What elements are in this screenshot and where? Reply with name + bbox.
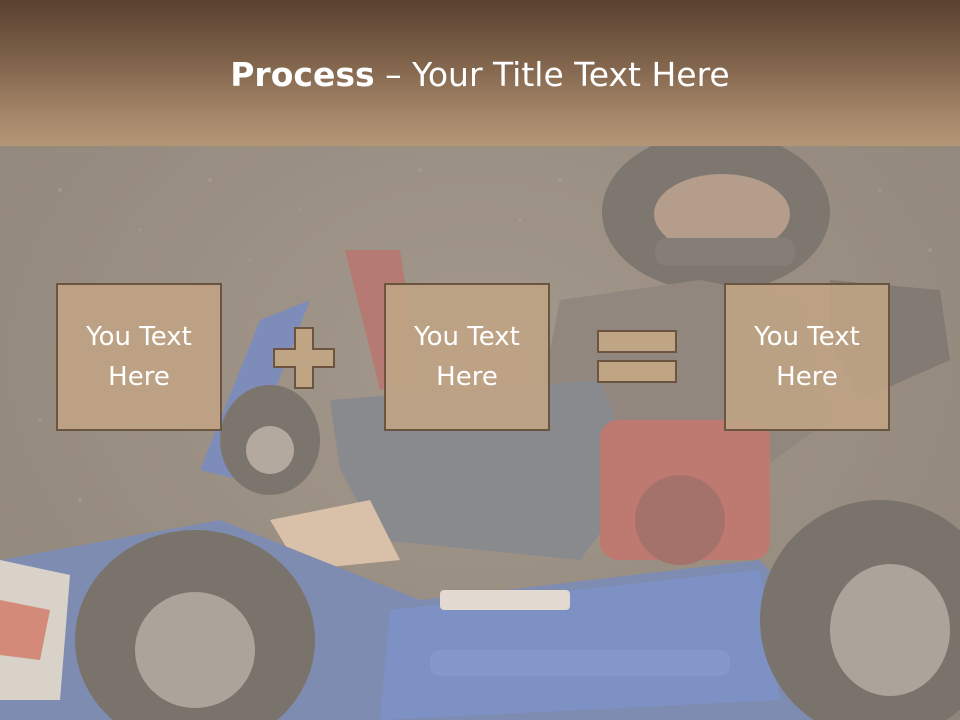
process-box-2[interactable]: You Text Here: [384, 283, 550, 431]
title-bar: Process – Your Title Text Here: [0, 0, 960, 146]
title-text: Your Title Text Here: [412, 55, 730, 94]
plus-icon: [273, 327, 335, 389]
title-bold: Process: [230, 55, 375, 94]
process-box-1[interactable]: You Text Here: [56, 283, 222, 431]
process-box-2-text: You Text Here: [414, 322, 520, 392]
process-box-1-text: You Text Here: [86, 322, 192, 392]
equals-icon: [597, 330, 677, 383]
title-separator: –: [374, 55, 413, 94]
process-box-3-text: You Text Here: [754, 322, 860, 392]
slide-title: Process – Your Title Text Here: [0, 54, 960, 96]
process-box-3[interactable]: You Text Here: [724, 283, 890, 431]
